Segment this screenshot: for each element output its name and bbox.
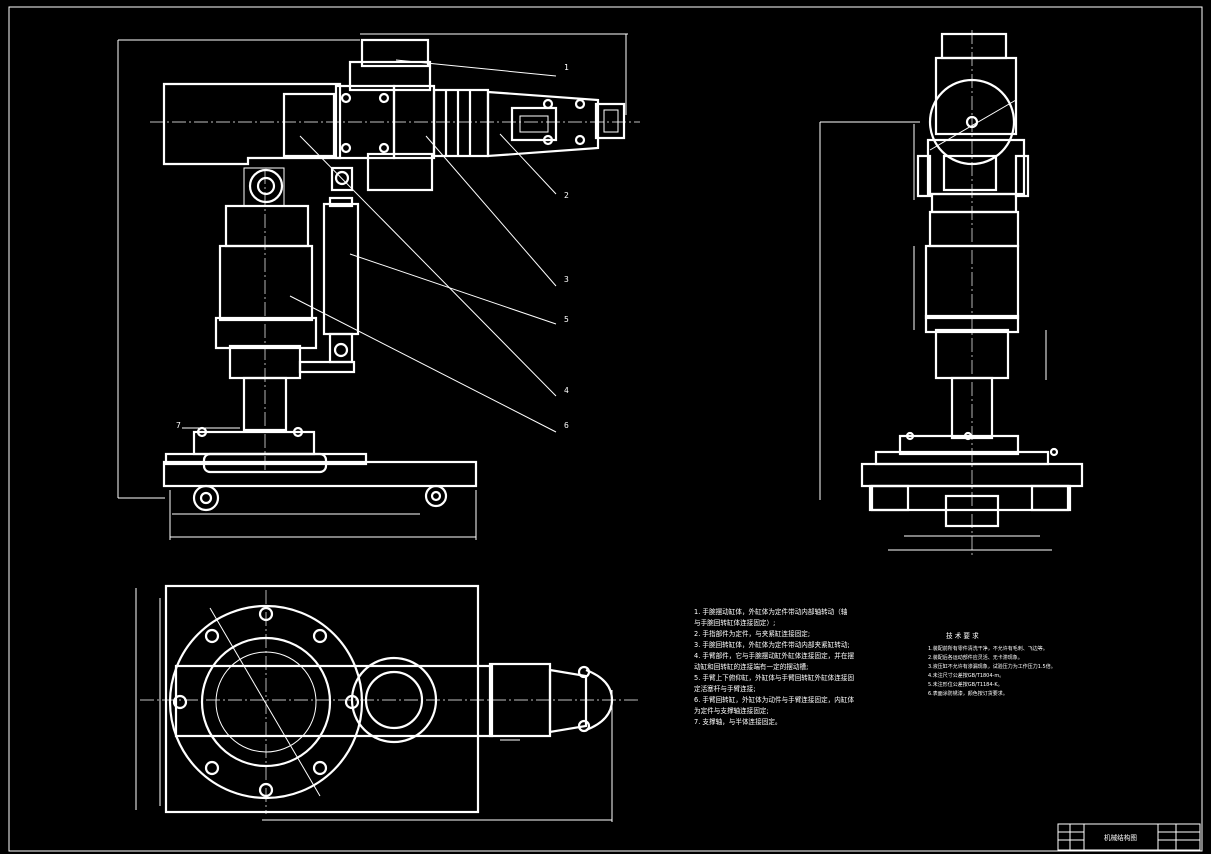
note-line-1: 1. 手腕摆动缸体，外缸体为定件带动内部轴转动（轴 — [694, 607, 848, 616]
callout-7: 7 — [176, 421, 181, 430]
note-line-9: 6. 手臂回转缸，外缸体为动件与手臂连接固定，内缸体 — [694, 695, 854, 704]
tech-req-line-6: 6.表面涂防锈漆，颜色按订货要求。 — [928, 690, 1008, 697]
title-text: 机械结构图 — [1104, 833, 1137, 842]
note-line-11: 7. 支撑轴，与半体连接固定。 — [694, 717, 782, 726]
note-line-7: 5. 手臂上下俯仰缸，外缸体与手臂回转缸外缸体连接固 — [694, 673, 854, 682]
note-line-10: 为定件与支撑轴连接固定; — [694, 706, 769, 715]
drawing-border — [8, 6, 1203, 852]
top-view — [135, 584, 640, 822]
note-line-2: 与手腕回转缸体连接固定）; — [694, 618, 775, 627]
technical-requirements: 技 术 要 求 1.装配前所有零件清洗干净，不允许有毛刺、飞边等。 2.装配后各… — [928, 631, 1056, 697]
note-line-5: 4. 手臂部件，它与手腕摆动缸外缸体连接固定，并在摆 — [694, 651, 854, 660]
note-line-8: 定活塞杆与手臂连接; — [694, 684, 756, 693]
front-view — [117, 33, 640, 540]
callout-5: 5 — [564, 315, 569, 324]
tech-req-heading: 技 术 要 求 — [946, 631, 979, 640]
callout-6: 6 — [564, 421, 569, 430]
title-block: 机械结构图 — [1057, 823, 1201, 851]
callout-4: 4 — [564, 386, 569, 395]
note-line-3: 2. 手指部件为定件，与夹紧缸连接固定; — [694, 629, 810, 638]
note-line-4: 3. 手腕回转缸体，外缸体为定件带动内部夹紧缸转动; — [694, 640, 850, 649]
tech-req-line-4: 4.未注尺寸公差按GB/T1804-m。 — [928, 672, 1004, 679]
callout-1: 1 — [564, 63, 569, 72]
side-view — [819, 30, 1084, 555]
note-line-6: 动缸和回转缸的连接端有一定的摆动槽; — [694, 662, 808, 671]
tech-req-line-2: 2.装配后各运动部件应灵活、无卡滞现象。 — [928, 654, 1023, 661]
notes-block: 1. 手腕摆动缸体，外缸体为定件带动内部轴转动（轴 与手腕回转缸体连接固定）; … — [694, 607, 854, 726]
callout-2: 2 — [564, 191, 569, 200]
tech-req-line-1: 1.装配前所有零件清洗干净，不允许有毛刺、飞边等。 — [928, 645, 1048, 652]
tech-req-line-3: 3.液压缸不允许有渗漏现象，试验压力为工作压力1.5倍。 — [928, 663, 1056, 670]
tech-req-line-5: 5.未注形位公差按GB/T1184-K。 — [928, 681, 1003, 688]
callout-3: 3 — [564, 275, 569, 284]
